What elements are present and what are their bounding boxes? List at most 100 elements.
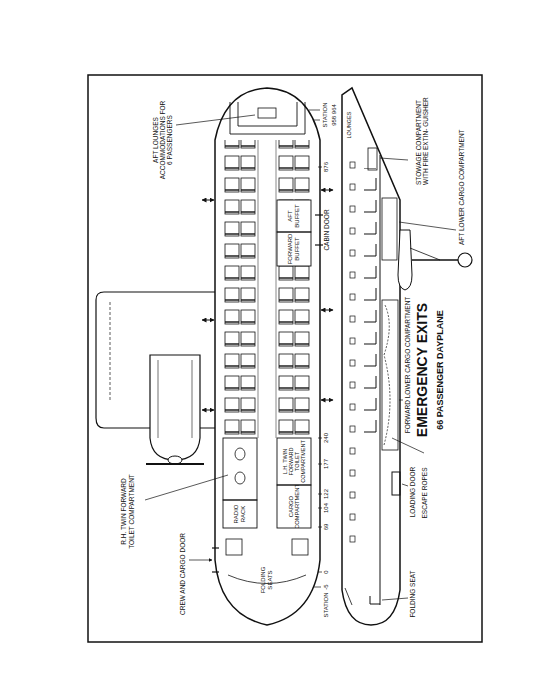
compartment-label: AFT BUFFET bbox=[277, 200, 311, 232]
callout-label: LOADING DOOR bbox=[408, 452, 418, 532]
crew-seat bbox=[292, 539, 308, 555]
callout-label: CREW AND CARGO DOOR bbox=[177, 526, 188, 622]
station-number: 876 bbox=[322, 158, 331, 176]
station-number: 122 bbox=[322, 487, 331, 501]
fuselage-plan bbox=[215, 88, 320, 625]
door-mark bbox=[315, 244, 323, 245]
leader-line bbox=[382, 598, 408, 600]
leader-line bbox=[402, 484, 408, 486]
aft-buffet bbox=[277, 200, 311, 232]
toilet-symbol bbox=[235, 448, 245, 460]
window-row bbox=[349, 160, 357, 550]
engine-nacelle bbox=[150, 355, 200, 460]
crew-seat bbox=[226, 539, 242, 555]
leader-line bbox=[392, 438, 424, 453]
station-tick bbox=[318, 464, 322, 465]
leader-line bbox=[399, 400, 403, 401]
compartment-label: RADIO RACK bbox=[223, 500, 257, 528]
door-mark bbox=[212, 571, 219, 572]
seat-rows bbox=[223, 140, 257, 438]
nacelle-detail bbox=[158, 360, 159, 438]
station-tick bbox=[318, 572, 322, 573]
seat-rows bbox=[277, 266, 311, 438]
station-number: 240 bbox=[322, 430, 331, 446]
rh-toilet bbox=[223, 438, 257, 500]
forward-lower-cargo bbox=[382, 300, 398, 450]
leader-line bbox=[399, 222, 456, 230]
propeller bbox=[146, 463, 204, 465]
station-tick bbox=[309, 110, 320, 111]
lounge-sofa bbox=[230, 102, 305, 134]
station-number: 177 bbox=[322, 456, 331, 472]
callout-label: FOLDING SEAT bbox=[408, 564, 418, 624]
lounge-table bbox=[258, 108, 276, 118]
callout-label: R.H. TWIN FORWARD TOILET COMPARTMENT bbox=[112, 468, 143, 555]
station-label: STATION bbox=[321, 95, 330, 135]
wheel bbox=[458, 253, 472, 267]
station-number: 104 bbox=[322, 501, 331, 515]
station-tick bbox=[313, 587, 321, 588]
leader-line bbox=[145, 475, 228, 500]
loading-door bbox=[392, 472, 400, 495]
station-tick bbox=[318, 438, 322, 439]
lh-toilet bbox=[277, 438, 311, 485]
station-tick bbox=[318, 508, 322, 509]
spinner bbox=[168, 456, 182, 464]
callout-label: AFT LOWER CARGO COMPARTMENT bbox=[457, 115, 467, 245]
seat-profiles bbox=[362, 168, 380, 438]
station-ticks bbox=[309, 110, 322, 587]
station-number: 0 bbox=[322, 565, 331, 579]
compartment-label: CARGO COMPARTMENT bbox=[277, 485, 311, 528]
station-tick bbox=[313, 120, 320, 121]
forward-buffet bbox=[277, 232, 311, 266]
aisle-line bbox=[258, 140, 259, 438]
aisle-line bbox=[276, 140, 277, 438]
aileron-line bbox=[110, 302, 111, 400]
diagram-caption: 66 PASSENGER DAYPLANE bbox=[434, 270, 446, 470]
page-frame bbox=[88, 75, 482, 642]
windshield bbox=[345, 588, 352, 605]
callout-label: ESCAPE ROPES bbox=[420, 454, 430, 532]
aft-lower-cargo bbox=[382, 198, 397, 260]
seat-rows bbox=[277, 140, 311, 200]
toilet-symbol bbox=[235, 472, 245, 484]
gear-brace bbox=[410, 248, 440, 260]
exit-arrow bbox=[321, 310, 333, 311]
exit-arrows bbox=[202, 190, 333, 410]
station-tick bbox=[318, 494, 322, 495]
station-tick bbox=[318, 527, 322, 528]
leader-line bbox=[380, 158, 408, 160]
station-number: 69 bbox=[322, 519, 331, 535]
station-tick bbox=[318, 167, 322, 168]
leaders bbox=[145, 115, 456, 600]
leader-line bbox=[176, 115, 255, 125]
callout-label: CABIN DOOR bbox=[322, 198, 332, 262]
radio-rack bbox=[223, 500, 257, 528]
leader-line bbox=[189, 560, 212, 561]
callout-label: STOWAGE COMPARTMENT WITH FIRE EXTIN- GUI… bbox=[409, 88, 435, 185]
callout-label: FOLDING SEATS bbox=[256, 562, 278, 598]
callout-label: AFT LOUNGES ACCOMMODATIONS FOR 6 PASSENG… bbox=[150, 100, 175, 180]
station-number: 958 964 bbox=[330, 92, 339, 138]
cargo-compartment bbox=[277, 485, 311, 528]
landing-gear bbox=[412, 259, 458, 261]
compartment-label: LOUNGES bbox=[344, 108, 354, 142]
nacelle-detail bbox=[192, 360, 193, 438]
exit-arrow bbox=[321, 190, 333, 191]
compartment-label: FORWARD BUFFET bbox=[277, 232, 311, 266]
nacelle-side bbox=[398, 230, 412, 290]
exit-arrow bbox=[321, 400, 333, 401]
door-mark bbox=[212, 547, 219, 548]
callout-label: FORWARD LOWER CARGO COMPARTMENT bbox=[403, 293, 413, 437]
diagram-title: EMERGENCY EXITS bbox=[414, 270, 432, 470]
exit-arrow bbox=[202, 410, 214, 411]
fuselage-side bbox=[342, 88, 400, 625]
compartment-label: L.H. TWIN FORWARD TOILET COMPARTMENT bbox=[277, 438, 311, 485]
folding-seat bbox=[370, 596, 380, 604]
escape-rope bbox=[384, 305, 390, 445]
station-label: STATION bbox=[322, 588, 331, 622]
door-mark bbox=[315, 214, 323, 215]
stowage-compartment bbox=[368, 148, 377, 170]
